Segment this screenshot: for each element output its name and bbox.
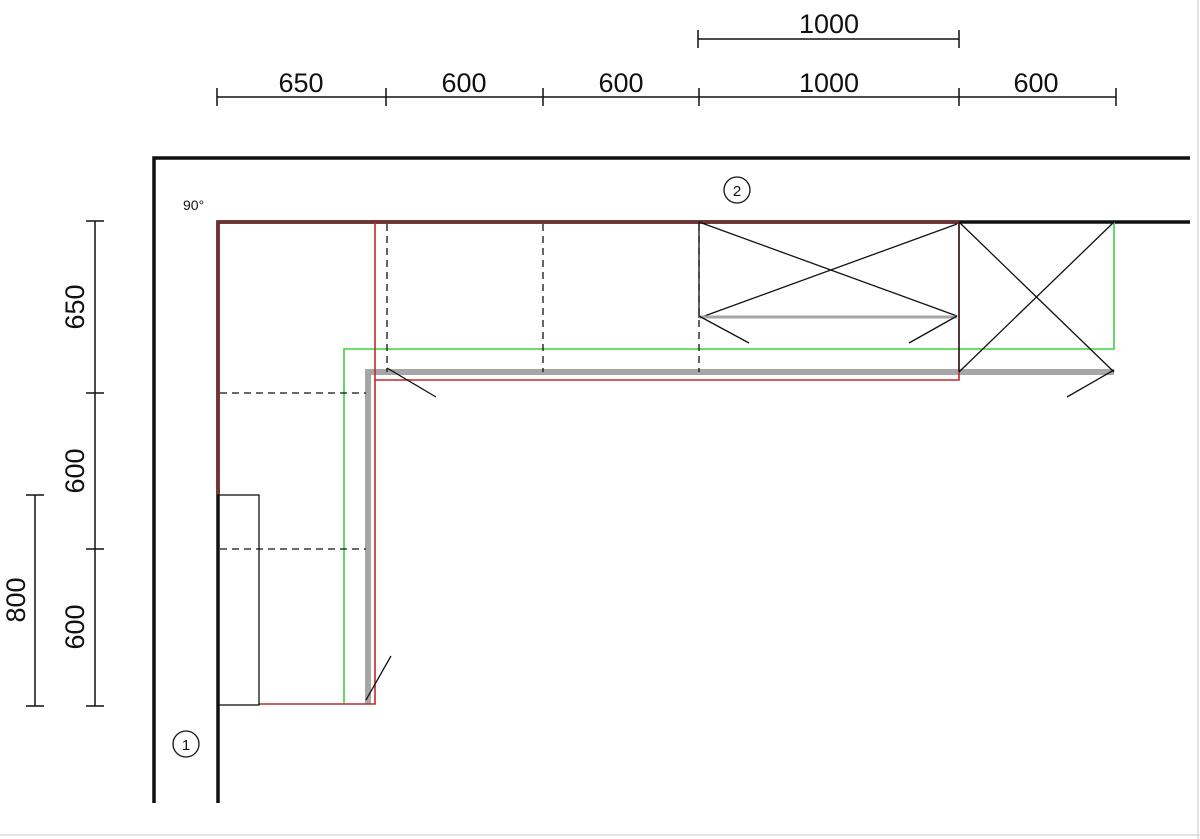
left-dimension-overall: 800 bbox=[1, 494, 44, 707]
svg-text:1: 1 bbox=[182, 737, 190, 754]
worktop-outline bbox=[217, 221, 960, 705]
cabinet-divisions bbox=[220, 224, 700, 550]
dim-top-seg-4: 1000 bbox=[799, 68, 859, 98]
dim-top-seg-1: 650 bbox=[278, 68, 323, 98]
dim-top-seg-2: 600 bbox=[441, 68, 486, 98]
dim-top-seg-3: 600 bbox=[598, 68, 643, 98]
top-dimension-overall: 1000 bbox=[697, 9, 960, 48]
wall-marker-1: 1 bbox=[172, 730, 200, 758]
tall-unit bbox=[217, 494, 260, 706]
dim-top-seg-5: 600 bbox=[1013, 68, 1058, 98]
panel-band bbox=[365, 369, 1114, 704]
wall-marker-2: 2 bbox=[723, 176, 751, 204]
plinth-outline bbox=[343, 222, 1115, 704]
svg-text:2: 2 bbox=[733, 183, 741, 200]
dim-left-seg-3: 600 bbox=[60, 604, 90, 649]
top-dimension-chain: 650 600 600 1000 600 bbox=[216, 68, 1117, 106]
dim-left-seg-2: 600 bbox=[60, 448, 90, 493]
tall-unit-right bbox=[958, 221, 1115, 398]
room-walls bbox=[152, 156, 1190, 803]
corner-door-swing bbox=[365, 367, 437, 701]
dim-top-overall-1000: 1000 bbox=[799, 9, 859, 39]
dim-left-seg-1: 650 bbox=[60, 284, 90, 329]
corner-angle-label: 90° bbox=[183, 197, 204, 213]
dim-left-overall-800: 800 bbox=[1, 577, 31, 622]
appliance-unit-1000 bbox=[698, 221, 958, 344]
left-dimension-chain: 650 600 600 bbox=[60, 220, 104, 707]
